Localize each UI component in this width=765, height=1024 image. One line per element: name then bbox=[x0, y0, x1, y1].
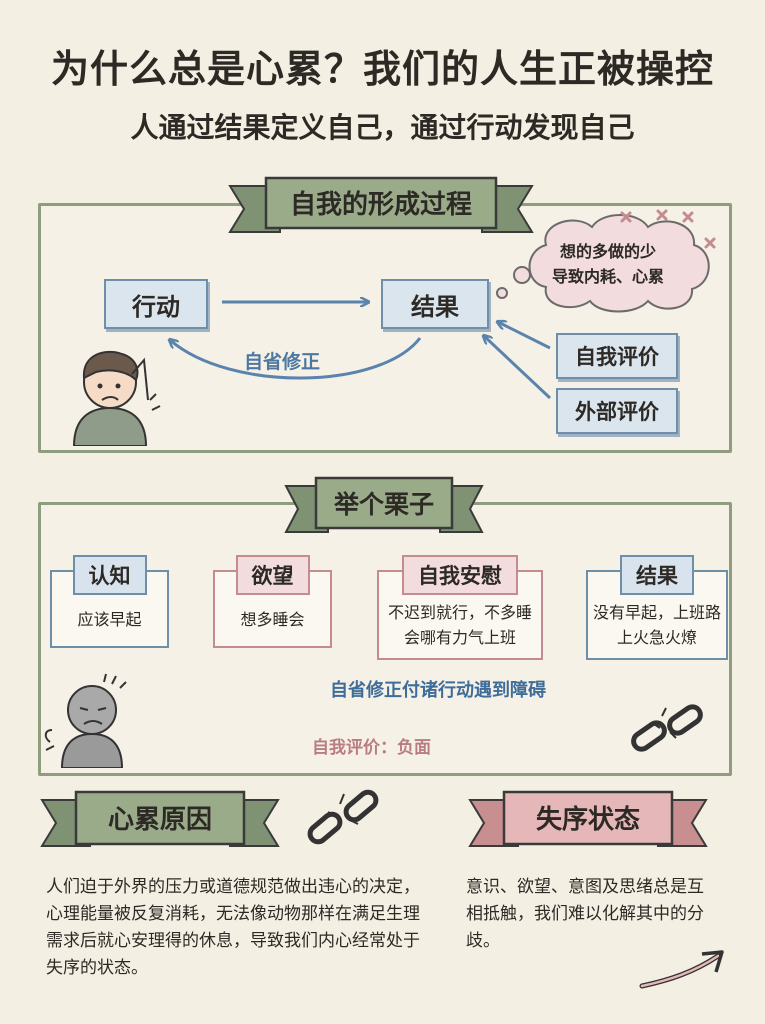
ribbon-disorder-label: 失序状态 bbox=[536, 804, 640, 835]
step-text: 不迟到就行，不多睡会哪有力气上班 bbox=[387, 603, 532, 647]
action-box: 行动 bbox=[104, 279, 208, 329]
step-title: 欲望 bbox=[235, 555, 310, 595]
step-text: 想多睡会 bbox=[240, 609, 305, 629]
disorder-text: 意识、欲望、意图及思绪总是互相抵触，我们难以化解其中的分歧。 bbox=[466, 877, 704, 951]
ribbon-fatigue-cause: 心累原因 bbox=[40, 790, 280, 847]
self-eval-box: 自我评价 bbox=[556, 333, 678, 379]
cloud-line-1: 想的多做的少 bbox=[559, 242, 656, 261]
fatigue-cause-text: 人们迫于外界的压力或道德规范做出违心的决定，心理能量被反复消耗，无法像动物那样在… bbox=[46, 877, 420, 978]
step-title: 自我安慰 bbox=[402, 555, 518, 595]
broken-chain-icon bbox=[307, 789, 379, 845]
arrow-self-eval bbox=[498, 322, 551, 350]
arrow-self-review bbox=[170, 338, 422, 380]
ribbon-formation-label: 自我的形成过程 bbox=[290, 189, 472, 220]
page-subtitle: 人通过结果定义自己，通过行动发现自己 bbox=[130, 111, 635, 144]
ribbon-example: 举个栗子 bbox=[284, 476, 484, 533]
broken-chain-icon bbox=[631, 704, 703, 752]
curve-arrow-label: 自我评价：负面 bbox=[312, 738, 431, 758]
arrow-external-eval bbox=[484, 336, 552, 400]
ribbon-fatigue-cause-label: 心累原因 bbox=[108, 805, 212, 835]
step-card-desire: 欲望 想多睡会 bbox=[213, 555, 332, 648]
self-review-label: 自省修正 bbox=[244, 351, 321, 373]
ribbon-example-label: 举个栗子 bbox=[333, 490, 434, 519]
step-title: 认知 bbox=[72, 555, 147, 595]
thought-cloud-icon bbox=[496, 209, 716, 313]
step-card-result: 结果 没有早起，上班路上火急火燎 bbox=[586, 555, 728, 660]
step-text: 没有早起，上班路上火急火燎 bbox=[592, 603, 721, 647]
dashed-arrow-label: 自省修正付诸行动遇到障碍 bbox=[330, 680, 546, 701]
external-eval-box: 外部评价 bbox=[556, 388, 678, 434]
stressed-person-icon bbox=[72, 350, 161, 446]
ribbon-disorder: 失序状态 bbox=[468, 790, 708, 847]
sad-person-icon bbox=[44, 673, 127, 768]
step-card-cognition: 认知 应该早起 bbox=[50, 555, 169, 648]
result-box: 结果 bbox=[381, 279, 489, 329]
step-text: 应该早起 bbox=[77, 609, 142, 629]
cross-marks-icon bbox=[620, 209, 716, 249]
step-title: 结果 bbox=[620, 555, 694, 595]
page-title: 为什么总是心累？我们的人生正被操控 bbox=[50, 47, 714, 91]
cloud-line-2: 导致内耗、心累 bbox=[551, 267, 664, 286]
ribbon-formation: 自我的形成过程 bbox=[228, 176, 534, 233]
step-card-self-comfort: 自我安慰 不迟到就行，不多睡会哪有力气上班 bbox=[377, 555, 543, 660]
arrow-icon bbox=[639, 950, 724, 989]
